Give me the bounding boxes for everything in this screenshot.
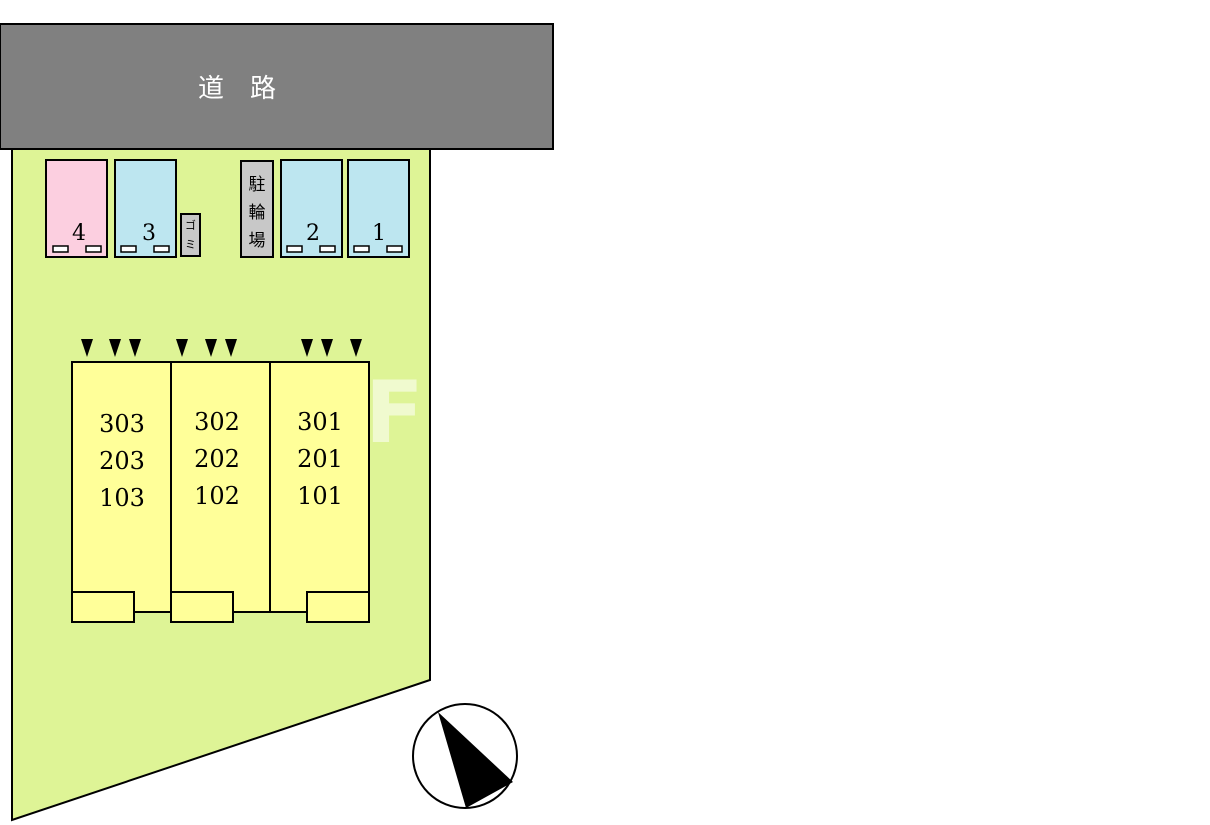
watermark: F	[365, 363, 424, 463]
building: 303 203 103 302 202 102 301 201 101	[71, 361, 370, 623]
entrance-arrow	[205, 339, 217, 357]
bicycle-parking-label-char: 駐	[249, 175, 266, 195]
parking-space-4: 4	[45, 159, 108, 258]
road-label: 道 路	[198, 74, 276, 104]
bicycle-parking-label-char: 場	[249, 231, 266, 251]
entrance-arrow	[81, 339, 93, 357]
parking-space-1: 1	[347, 159, 410, 258]
room-number: 102	[194, 482, 240, 510]
bicycle-parking: 駐 輪 場	[240, 160, 274, 258]
parking-number: 3	[142, 221, 156, 246]
road: 道 路	[0, 23, 554, 150]
entrance-arrow	[350, 339, 362, 357]
unit-column-2: 302 202 102	[170, 361, 271, 623]
entrance-arrows	[81, 339, 362, 357]
entrance-arrow	[176, 339, 188, 357]
room-number: 303	[99, 410, 145, 438]
entrance-arrow	[321, 339, 333, 357]
parking-space-2: 2	[280, 159, 343, 258]
garbage-label-char: ミ	[185, 238, 196, 251]
parking-number: 4	[72, 221, 86, 246]
parking-number: 2	[306, 221, 320, 246]
room-number: 203	[99, 447, 145, 475]
parking-space-3: 3	[114, 159, 177, 258]
entrance-arrow	[225, 339, 237, 357]
garbage-area: ゴ ミ	[180, 213, 201, 257]
bicycle-parking-label-char: 輪	[249, 203, 266, 223]
room-number: 302	[194, 408, 240, 436]
room-number: 101	[297, 482, 343, 510]
unit-column-1: 301 201 101	[269, 361, 370, 623]
entrance-arrow	[301, 339, 313, 357]
entrance-arrow	[129, 339, 141, 357]
room-number: 201	[297, 445, 343, 473]
room-number: 103	[99, 484, 145, 512]
compass-north-icon	[412, 703, 518, 809]
unit-column-3: 303 203 103	[71, 361, 172, 623]
room-number: 301	[297, 408, 343, 436]
entrance-arrow	[109, 339, 121, 357]
garbage-label-char: ゴ	[185, 218, 196, 232]
parking-number: 1	[372, 221, 386, 246]
room-number: 202	[194, 445, 240, 473]
